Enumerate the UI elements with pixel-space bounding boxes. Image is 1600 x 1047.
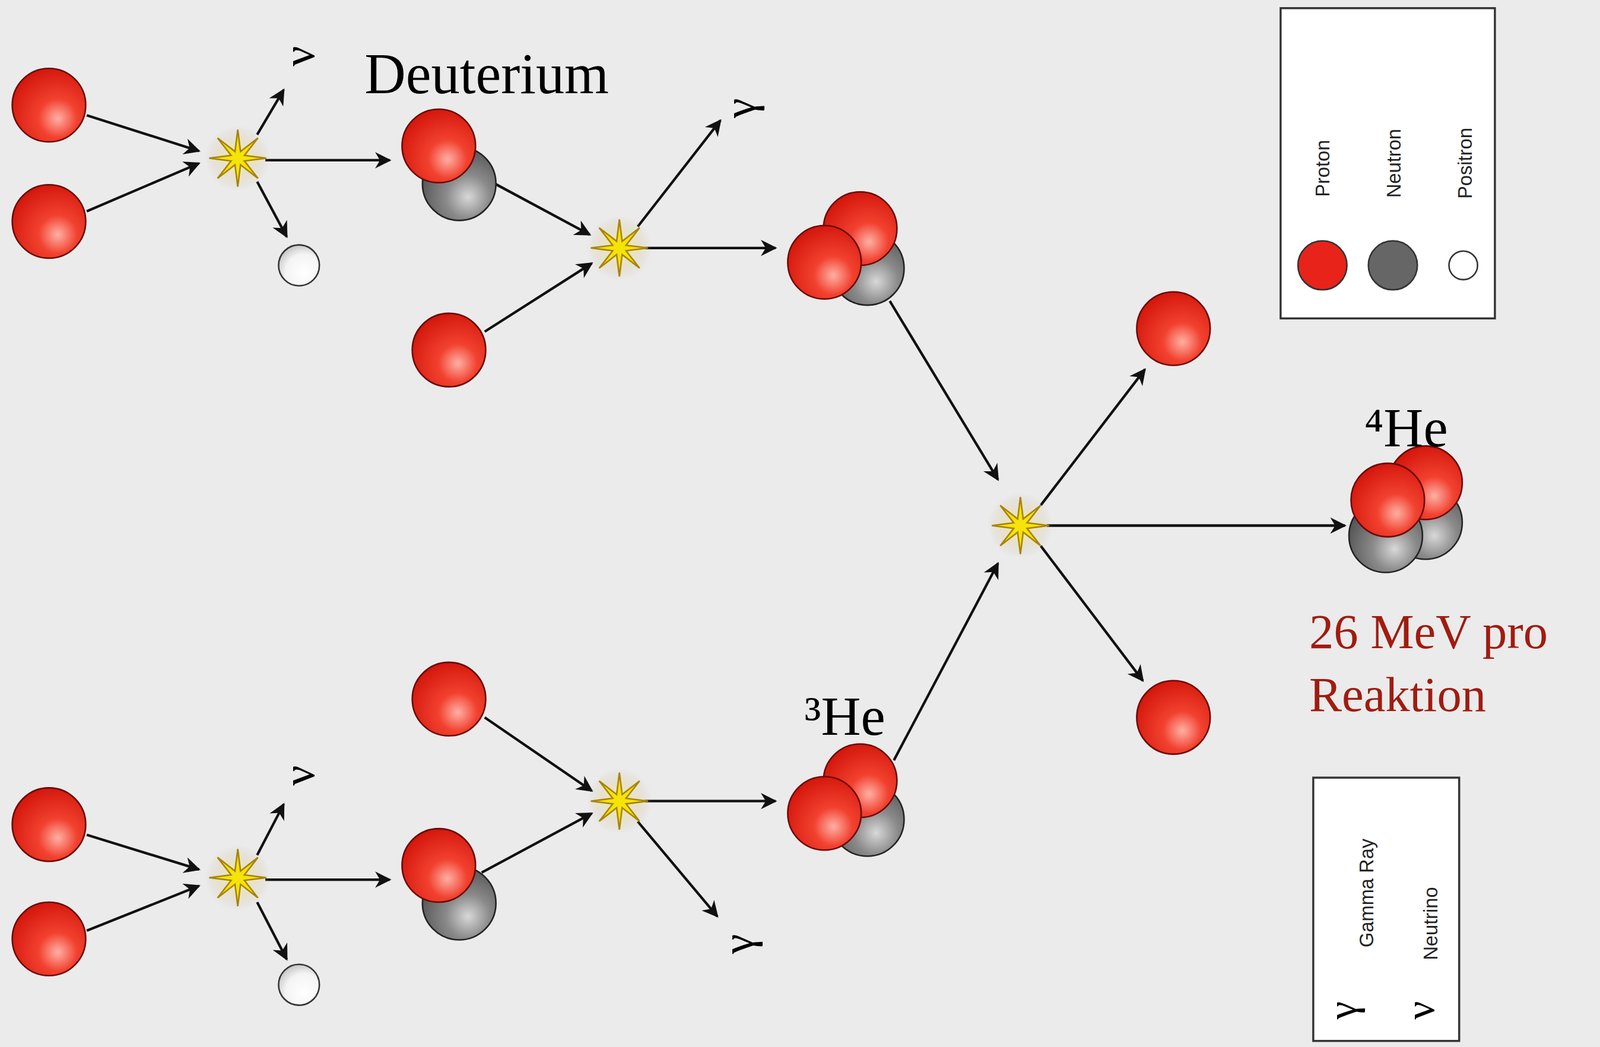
legend-box (1280, 8, 1495, 319)
arrow (256, 181, 287, 237)
legend-swatch (1449, 251, 1478, 280)
fusion-star (205, 125, 271, 191)
arrow (494, 183, 590, 235)
proton (787, 225, 862, 300)
positron (278, 245, 320, 287)
fusion-star (205, 845, 271, 911)
legend-swatch (1368, 240, 1418, 291)
arrow (1040, 545, 1144, 681)
proton (412, 313, 487, 387)
arrow (256, 89, 284, 135)
proton (12, 68, 87, 142)
legend-text: Gamma Ray (1356, 838, 1379, 948)
arrow (481, 813, 593, 873)
fusion-star (586, 215, 653, 281)
legend-box (1313, 777, 1460, 1041)
proton (401, 109, 476, 183)
legend-swatch (1297, 240, 1348, 291)
arrow (256, 804, 284, 856)
proton (12, 184, 87, 259)
arrow (645, 800, 776, 803)
legend-text: Neutrino (1420, 886, 1443, 961)
arrow (86, 885, 199, 931)
particle-symbol: γ (713, 934, 764, 954)
arrow (484, 263, 593, 332)
legend-text: Positron (1455, 127, 1478, 199)
proton (1350, 463, 1425, 538)
fusion-star (987, 492, 1053, 558)
proton (1136, 291, 1211, 366)
particle-symbol: γ (1320, 1001, 1366, 1019)
proton (787, 776, 862, 850)
reaction-stars (205, 125, 1054, 910)
proton (401, 828, 476, 903)
legend-text: Neutron (1383, 128, 1406, 198)
arrow (86, 834, 199, 869)
particle-symbol: ν (275, 765, 325, 786)
arrow (265, 159, 390, 162)
arrow (484, 717, 593, 792)
arrow (265, 878, 390, 881)
nucleus-label: ⁴He (1364, 398, 1449, 459)
arrow (1040, 369, 1145, 506)
arrow (256, 902, 287, 960)
arrow (637, 120, 721, 227)
arrow (889, 300, 998, 480)
reaction-arrows (86, 89, 1345, 960)
arrow (86, 115, 199, 151)
energy-note: 26 MeV pro Reaktion (1309, 600, 1600, 728)
nucleus-label: ³He (804, 687, 886, 748)
nucleus-label: Deuterium (364, 43, 609, 107)
proton (412, 662, 487, 736)
particle-symbol: ν (1398, 1001, 1444, 1020)
proton (12, 902, 87, 976)
legend-text: Proton (1312, 140, 1335, 198)
arrow (637, 821, 718, 917)
arrow (1046, 524, 1345, 527)
legend-swatches (1297, 240, 1478, 291)
arrow (86, 163, 199, 212)
arrow (645, 246, 776, 250)
particle-symbol: γ (716, 98, 766, 119)
proton (1136, 680, 1211, 755)
arrow (893, 563, 998, 761)
particles (12, 68, 1463, 1005)
proton (12, 787, 87, 862)
particle-symbol: ν (275, 45, 325, 66)
fusion-star (586, 768, 653, 834)
positron (278, 964, 320, 1006)
